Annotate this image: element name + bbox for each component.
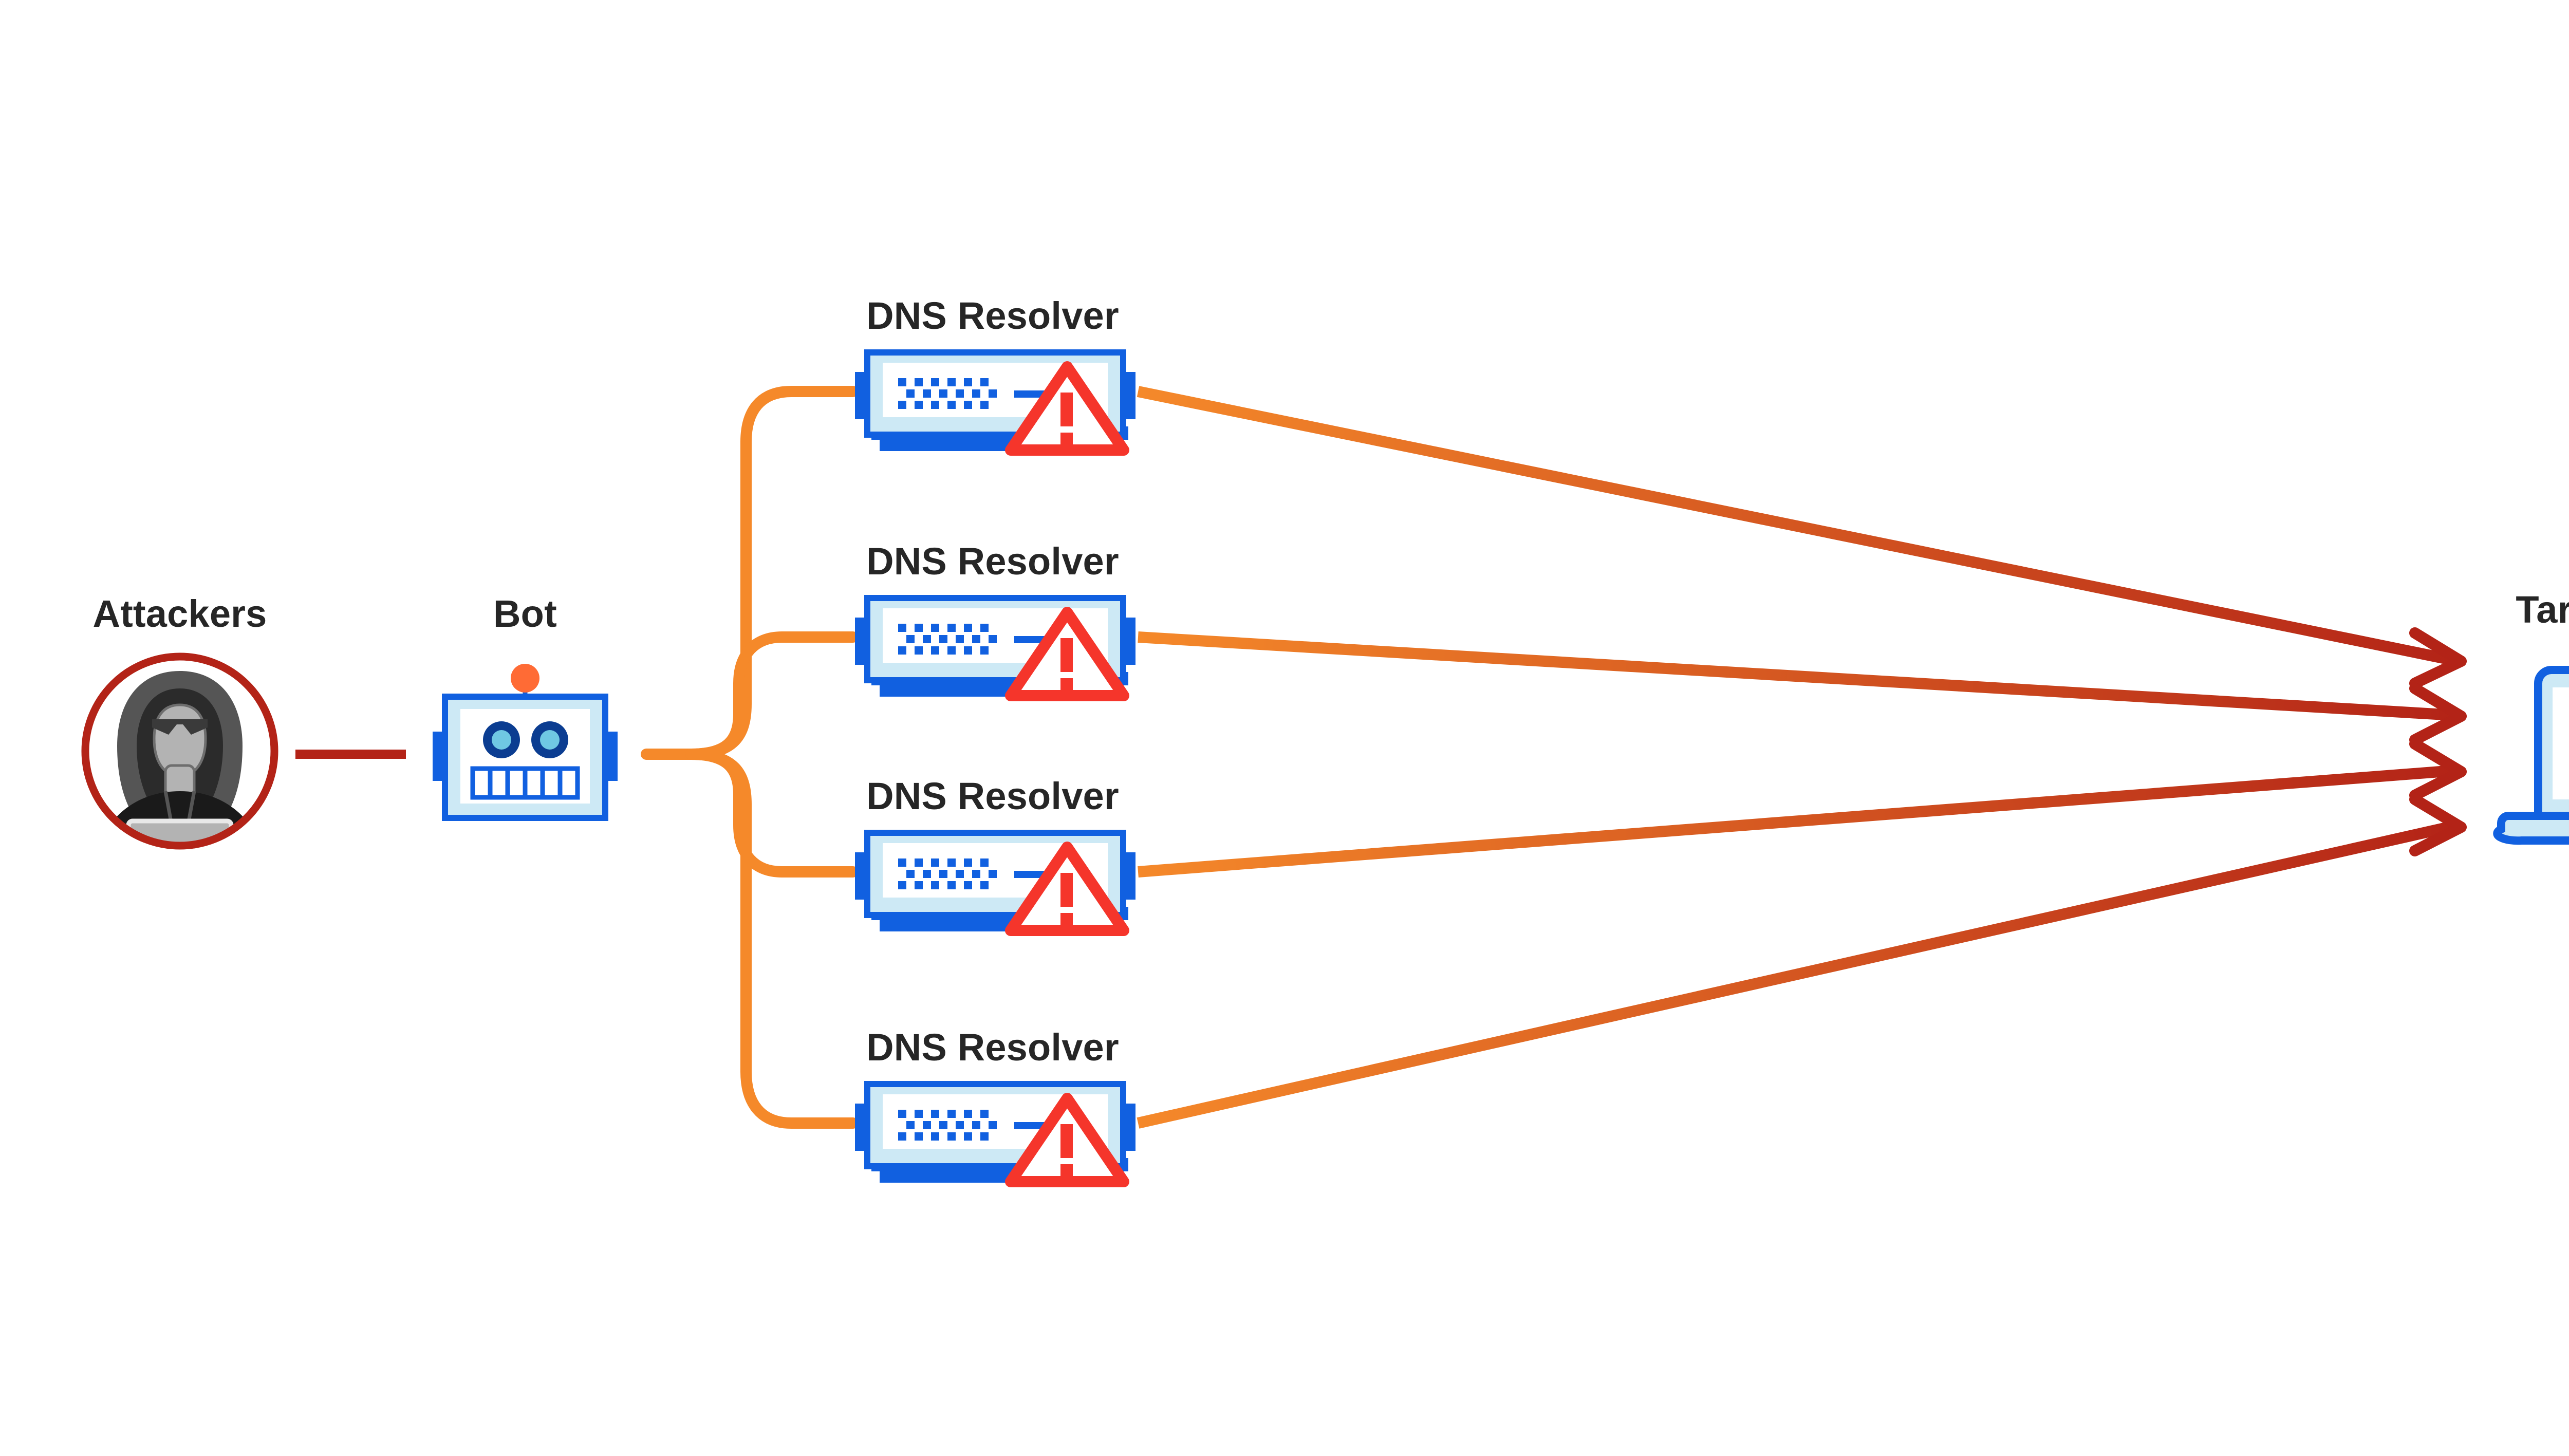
network-switch-warning-icon (855, 1084, 1135, 1183)
bot-label: Bot (493, 592, 557, 635)
laptop-user-icon (2493, 666, 2569, 845)
response-arrowheads (2409, 627, 2467, 856)
query-link-4 (685, 749, 859, 1129)
arrowhead-3 (2409, 738, 2467, 801)
arrowhead-1 (2409, 627, 2467, 689)
node-dns-resolver-1[interactable]: DNS Resolver (855, 294, 1135, 451)
laptop-base (2493, 812, 2569, 845)
response-link-1 (1137, 386, 2455, 666)
node-targeted-victim[interactable]: Targeted Victim (2493, 588, 2569, 845)
arrowhead-4 (2409, 794, 2467, 856)
robot-antenna-icon (511, 664, 539, 693)
response-link-4 (1137, 820, 2455, 1129)
node-dns-resolver-4[interactable]: DNS Resolver (855, 1026, 1135, 1183)
response-link-3 (1138, 765, 2454, 878)
bot-resolver-query-links (641, 386, 859, 1129)
robot-icon (433, 664, 618, 821)
attackers-label: Attackers (92, 592, 267, 635)
hacker-avatar-icon (81, 652, 278, 850)
dns-resolver-1-label: DNS Resolver (866, 294, 1119, 337)
resolver-victim-amplified-response-links (1137, 386, 2455, 1129)
robot-mouth-icon (470, 766, 580, 800)
network-switch-warning-icon (855, 352, 1135, 451)
network-switch-warning-icon (855, 598, 1135, 697)
response-link-2 (1138, 631, 2454, 721)
network-switch-warning-icon (855, 833, 1135, 931)
node-dns-resolver-3[interactable]: DNS Resolver (855, 775, 1135, 931)
targeted-victim-label: Targeted Victim (2516, 588, 2569, 631)
dns-resolver-2-label: DNS Resolver (866, 540, 1119, 583)
query-link-2 (685, 631, 859, 760)
node-attackers[interactable]: Attackers (81, 592, 278, 878)
attacker-ring (81, 652, 278, 850)
dns-resolver-4-label: DNS Resolver (866, 1026, 1119, 1069)
node-bot[interactable]: Bot (433, 592, 618, 821)
dns-resolver-3-label: DNS Resolver (866, 775, 1119, 817)
arrowhead-2 (2409, 683, 2467, 745)
node-dns-resolver-2[interactable]: DNS Resolver (855, 540, 1135, 697)
